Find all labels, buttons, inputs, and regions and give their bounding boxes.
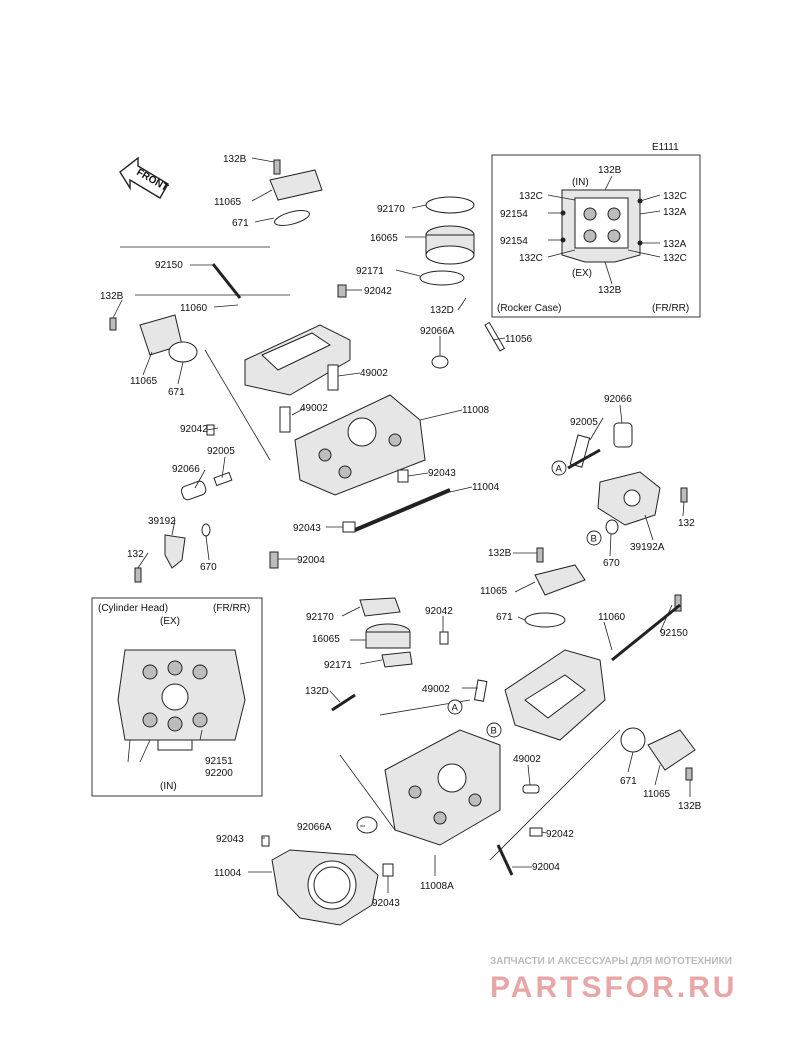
part-number-labels: 132B 11065 671 92150 11060 132B 11065 67… xyxy=(100,154,702,909)
label-670-b: 670 xyxy=(603,558,620,569)
label-671-b: 671 xyxy=(168,387,185,398)
callout-a-lower: A xyxy=(447,699,463,715)
label-92066-a: 92066 xyxy=(172,464,200,475)
label-11056: 11056 xyxy=(505,334,533,345)
label-11004-a: 11004 xyxy=(472,482,500,493)
label-16065-b: 16065 xyxy=(312,634,340,645)
label-92170-b: 92170 xyxy=(306,612,334,623)
svg-text:B: B xyxy=(491,726,497,737)
label-92043-b: 92043 xyxy=(293,523,321,534)
callout-a-upper: A xyxy=(551,460,567,476)
diagram-code: E1111 xyxy=(652,142,679,153)
label-r132c-tl: 132C xyxy=(519,191,543,202)
callout-b-upper: B xyxy=(586,530,602,546)
label-r92154-a: 92154 xyxy=(500,209,528,220)
rocker-inset-title: (Rocker Case) xyxy=(497,303,561,314)
label-92004-a: 92004 xyxy=(297,555,325,566)
label-92043-c: 92043 xyxy=(216,834,244,845)
label-670-a: 670 xyxy=(200,562,217,573)
watermark: ЗАПЧАСТИ И АКСЕССУАРЫ ДЛЯ МОТОТЕХНИКИ PA… xyxy=(490,956,737,1004)
cylhead-in-label: (IN) xyxy=(160,781,177,792)
label-132b-a: 132B xyxy=(223,154,247,165)
callout-b-lower: B xyxy=(486,722,502,738)
label-r92154-b: 92154 xyxy=(500,236,528,247)
label-49002-a: 49002 xyxy=(360,368,388,379)
label-92066a-a: 92066A xyxy=(420,326,455,337)
cylinder-head-inset: (Cylinder Head) (FR/RR) (EX) 92151 92200… xyxy=(91,597,263,797)
right-side-parts xyxy=(567,404,688,557)
svg-text:A: A xyxy=(452,703,459,714)
label-132-b: 132 xyxy=(678,518,695,529)
label-92042-a: 92042 xyxy=(364,286,392,297)
label-r132c-tr: 132C xyxy=(663,191,687,202)
rocker-case-inset: 132B (IN) 132C 132C 92154 132A 92154 132… xyxy=(491,154,701,318)
cylhead-ex-label: (EX) xyxy=(160,616,180,627)
rear-cylinder-assembly xyxy=(248,547,696,926)
label-r132c-bl: 132C xyxy=(519,253,543,264)
label-92066a-b: 92066A xyxy=(297,822,332,833)
label-92043-a: 92043 xyxy=(428,468,456,479)
label-671-a: 671 xyxy=(232,218,249,229)
label-92150-a: 92150 xyxy=(155,260,183,271)
label-132d-b: 132D xyxy=(305,686,329,697)
label-92150-b: 92150 xyxy=(660,628,688,639)
label-49002-b: 49002 xyxy=(300,403,328,414)
watermark-brand: PARTSFOR.RU xyxy=(490,971,737,1004)
label-92004-b: 92004 xyxy=(532,862,560,873)
cylhead-inset-variant: (FR/RR) xyxy=(213,603,250,614)
label-92042-d: 92042 xyxy=(546,829,574,840)
label-r132a-a: 132A xyxy=(663,207,687,218)
label-92043-d: 92043 xyxy=(372,898,400,909)
label-671-d: 671 xyxy=(620,776,637,787)
label-11065-a: 11065 xyxy=(214,197,242,208)
label-49002-c: 49002 xyxy=(422,684,450,695)
label-11065-b: 11065 xyxy=(130,376,158,387)
label-11060-b: 11060 xyxy=(598,612,626,623)
label-r132c-br: 132C xyxy=(663,253,687,264)
label-r132b-top: 132B xyxy=(598,165,622,176)
label-132b-c: 132B xyxy=(488,548,512,559)
label-r132a-b: 132A xyxy=(663,239,687,250)
watermark-tagline: ЗАПЧАСТИ И АКСЕССУАРЫ ДЛЯ МОТОТЕХНИКИ xyxy=(490,956,732,967)
label-49002-d: 49002 xyxy=(513,754,541,765)
label-11008: 11008 xyxy=(462,405,490,416)
rocker-in-label: (IN) xyxy=(572,177,589,188)
label-92171-a: 92171 xyxy=(356,266,384,277)
label-132b-b: 132B xyxy=(100,291,124,302)
front-arrow-icon: FRONT xyxy=(119,156,170,199)
label-92042-b: 92042 xyxy=(180,424,208,435)
label-c92200: 92200 xyxy=(205,768,233,779)
label-11060-a: 11060 xyxy=(180,303,208,314)
label-11065-d: 11065 xyxy=(643,789,671,800)
label-92171-b: 92171 xyxy=(324,660,352,671)
rocker-ex-label: (EX) xyxy=(572,268,592,279)
label-39192a: 39192A xyxy=(630,542,665,553)
cylhead-inset-title: (Cylinder Head) xyxy=(98,603,168,614)
svg-text:A: A xyxy=(556,464,563,475)
rocker-inset-variant: (FR/RR) xyxy=(652,303,689,314)
label-132d-a: 132D xyxy=(430,305,454,316)
label-11004-b: 11004 xyxy=(214,868,242,879)
label-92042-c: 92042 xyxy=(425,606,453,617)
label-11065-c: 11065 xyxy=(480,586,508,597)
front-cylinder-assembly xyxy=(109,157,506,583)
label-671-c: 671 xyxy=(496,612,513,623)
label-39192: 39192 xyxy=(148,516,176,527)
label-132b-d: 132B xyxy=(678,801,702,812)
label-92005-a: 92005 xyxy=(207,446,235,457)
label-92066-b: 92066 xyxy=(604,394,632,405)
label-r132b-bot: 132B xyxy=(598,285,622,296)
label-16065-a: 16065 xyxy=(370,233,398,244)
label-92005-b: 92005 xyxy=(570,417,598,428)
label-92170-a: 92170 xyxy=(377,204,405,215)
label-132-a: 132 xyxy=(127,549,144,560)
label-c92151: 92151 xyxy=(205,756,233,767)
svg-text:B: B xyxy=(591,534,597,545)
label-11008a: 11008A xyxy=(420,881,454,892)
